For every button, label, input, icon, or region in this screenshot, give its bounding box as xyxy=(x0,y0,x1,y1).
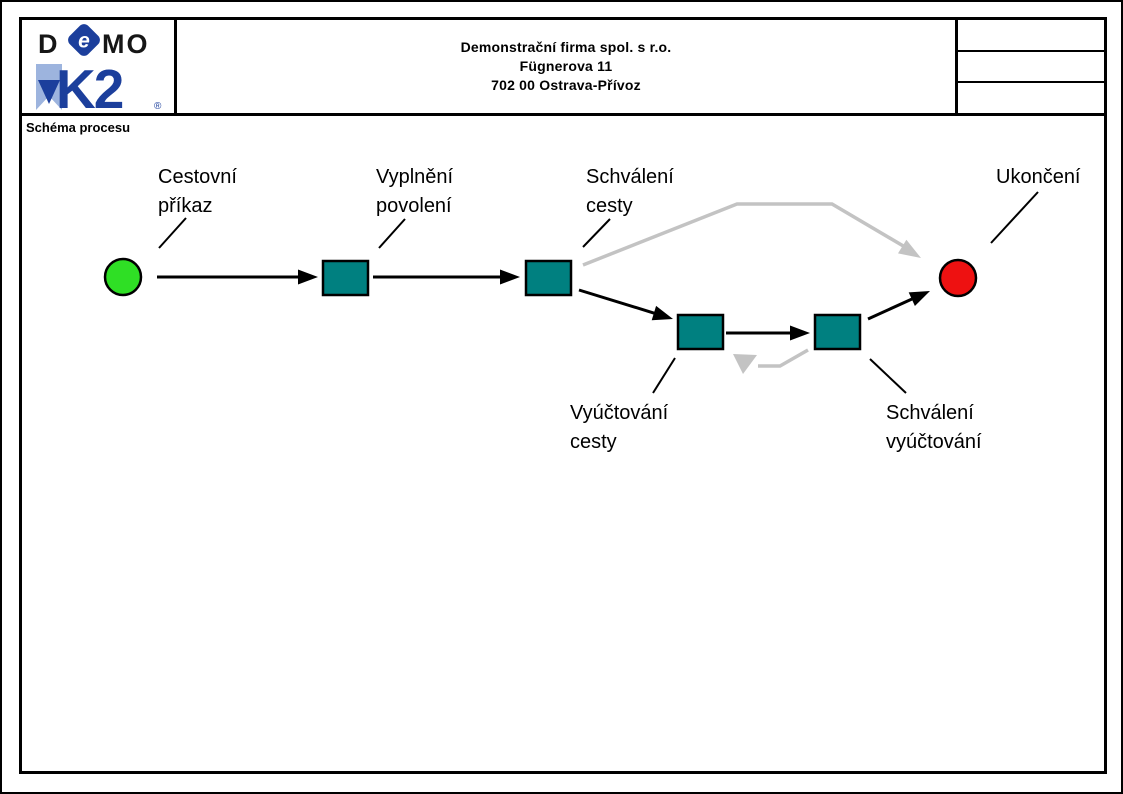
logo-emblem-e: e xyxy=(78,29,90,52)
logo-registered-mark: ® xyxy=(154,101,162,112)
section-title: Schéma procesu xyxy=(26,120,131,135)
logo-k2-text: K2 xyxy=(56,58,123,112)
label-vyuctovani-cesty: Vyúčtování cesty xyxy=(570,402,669,453)
report-header: D e MO K2 ® Demonstrační firma spol. s r… xyxy=(22,20,1104,116)
logo-demo-d: D xyxy=(38,29,60,59)
info-row-2 xyxy=(958,49,1104,82)
company-street: Fügnerova 11 xyxy=(519,58,613,74)
company-address-block: Demonstrační firma spol. s r.o. Fügnerov… xyxy=(177,20,955,113)
company-name: Demonstrační firma spol. s r.o. xyxy=(460,39,672,55)
company-city: 702 00 Ostrava-Přívoz xyxy=(491,77,641,93)
k2-demo-logo-icon: D e MO K2 ® xyxy=(36,23,162,112)
info-row-3 xyxy=(958,81,1104,113)
report-frame: D e MO K2 ® Demonstrační firma spol. s r… xyxy=(19,17,1107,774)
info-row-1 xyxy=(958,20,1104,50)
header-info-table xyxy=(955,20,1104,113)
logo-cell: D e MO K2 ® xyxy=(22,20,177,113)
logo-wedge-icon xyxy=(38,79,60,104)
logo-e-emblem-icon: e xyxy=(68,23,100,56)
label-vyplneni-povoleni: Vyplnění povolení xyxy=(376,166,454,217)
label-cestovni-prikaz: Cestovní příkaz xyxy=(158,166,237,217)
label-ukonceni: Ukončení xyxy=(996,166,1081,188)
label-schvaleni-cesty: Schválení cesty xyxy=(586,166,674,217)
label-schvaleni-vyuctovani: Schválení vyúčtování xyxy=(886,402,982,453)
logo-demo-mo: MO xyxy=(102,29,150,59)
